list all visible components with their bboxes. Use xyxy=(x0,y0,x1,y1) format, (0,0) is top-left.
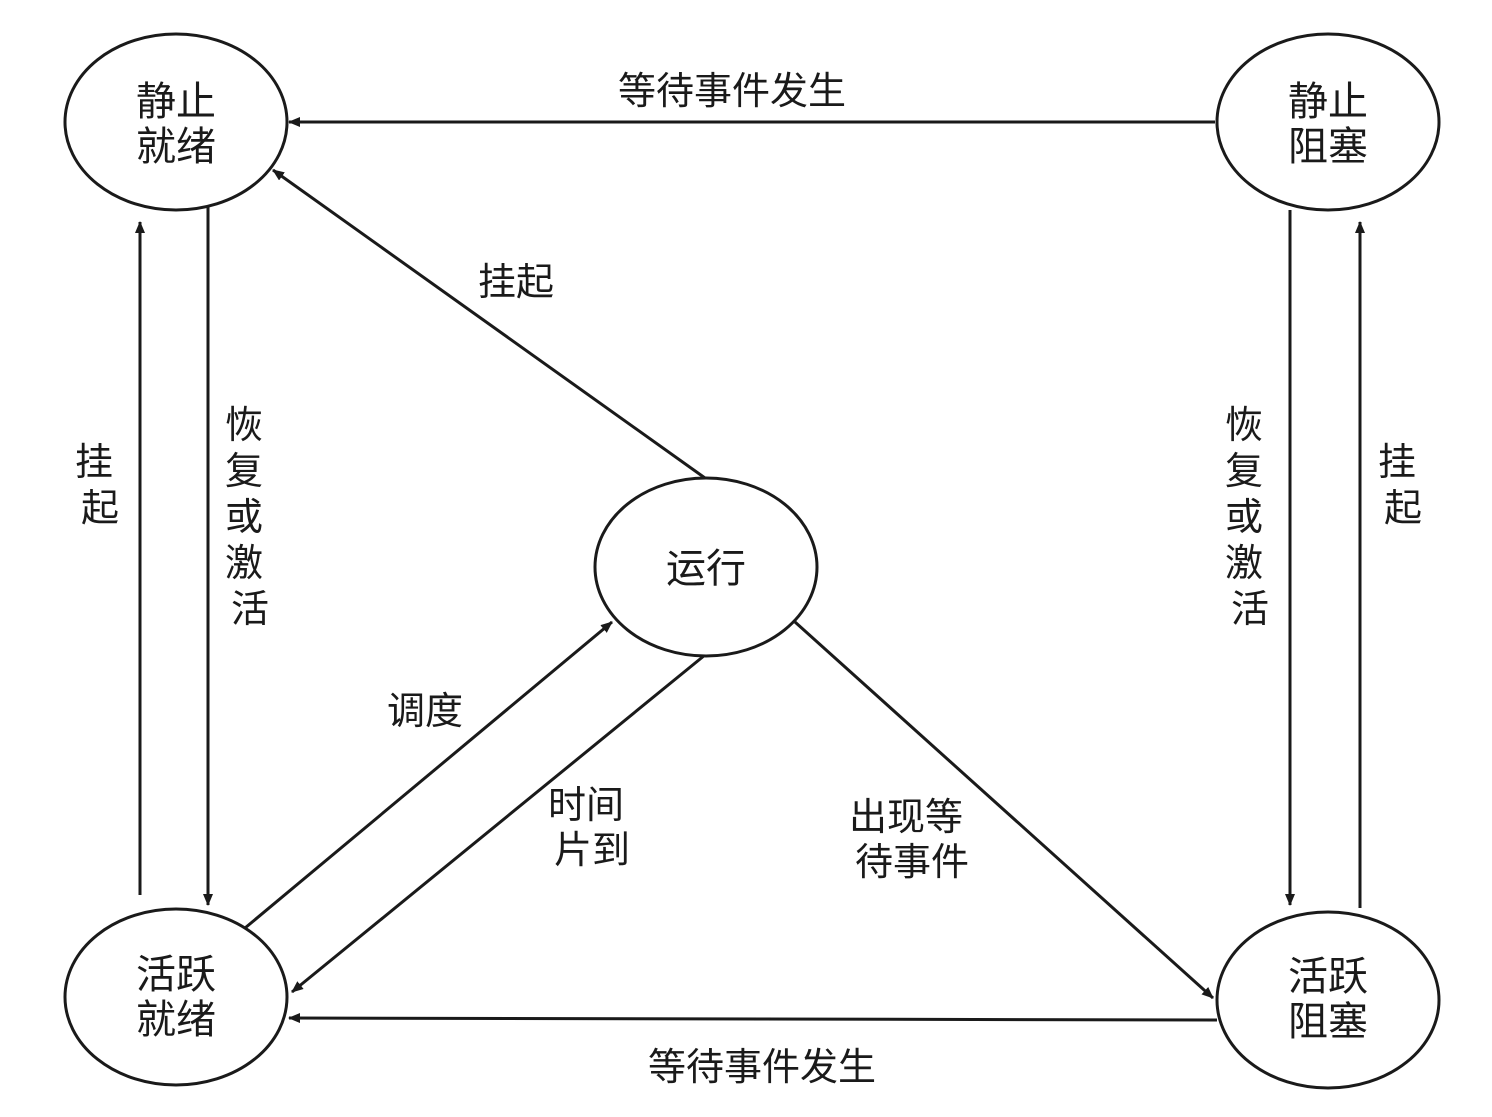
state-active-ready-line1: 活跃 xyxy=(136,952,216,998)
state-static-blocked: 静止 阻塞 xyxy=(1215,32,1441,212)
label-right-resume: 恢 复 或 激 活 xyxy=(1225,403,1275,631)
label-left-resume: 恢 复 或 激 活 xyxy=(225,403,275,631)
edge-running-to-active-blocked xyxy=(793,620,1215,1000)
state-active-blocked: 活跃 阻塞 xyxy=(1215,910,1441,1090)
state-active-blocked-line2: 阻塞 xyxy=(1288,999,1368,1045)
state-running: 运行 xyxy=(593,476,819,658)
state-running-label: 运行 xyxy=(666,546,746,592)
label-bottom-wait-event: 等待事件发生 xyxy=(648,1045,876,1089)
state-static-ready-line1: 静止 xyxy=(136,79,216,125)
label-wait-event: 出现等 待事件 xyxy=(849,795,975,884)
state-static-ready-line2: 就绪 xyxy=(136,124,216,170)
label-right-suspend: 挂 起 xyxy=(1378,440,1428,530)
state-active-ready: 活跃 就绪 xyxy=(63,907,289,1087)
state-active-ready-line2: 就绪 xyxy=(136,997,216,1043)
state-static-ready: 静止 就绪 xyxy=(63,32,289,212)
label-top-wait-event: 等待事件发生 xyxy=(618,69,846,113)
label-left-suspend: 挂 起 xyxy=(75,440,125,530)
state-static-blocked-line1: 静止 xyxy=(1288,79,1368,125)
state-static-blocked-line2: 阻塞 xyxy=(1288,124,1368,170)
label-running-suspend: 挂起 xyxy=(478,260,554,304)
edge-active-ready-to-running xyxy=(244,620,613,930)
label-schedule: 调度 xyxy=(387,689,463,733)
label-timeslice: 时间 片到 xyxy=(548,783,636,872)
edge-running-to-active-ready xyxy=(291,653,706,994)
state-active-blocked-line1: 活跃 xyxy=(1288,954,1368,1000)
edge-active-blocked-to-active-ready xyxy=(288,1013,1218,1024)
edge-running-to-static-ready xyxy=(272,168,706,480)
